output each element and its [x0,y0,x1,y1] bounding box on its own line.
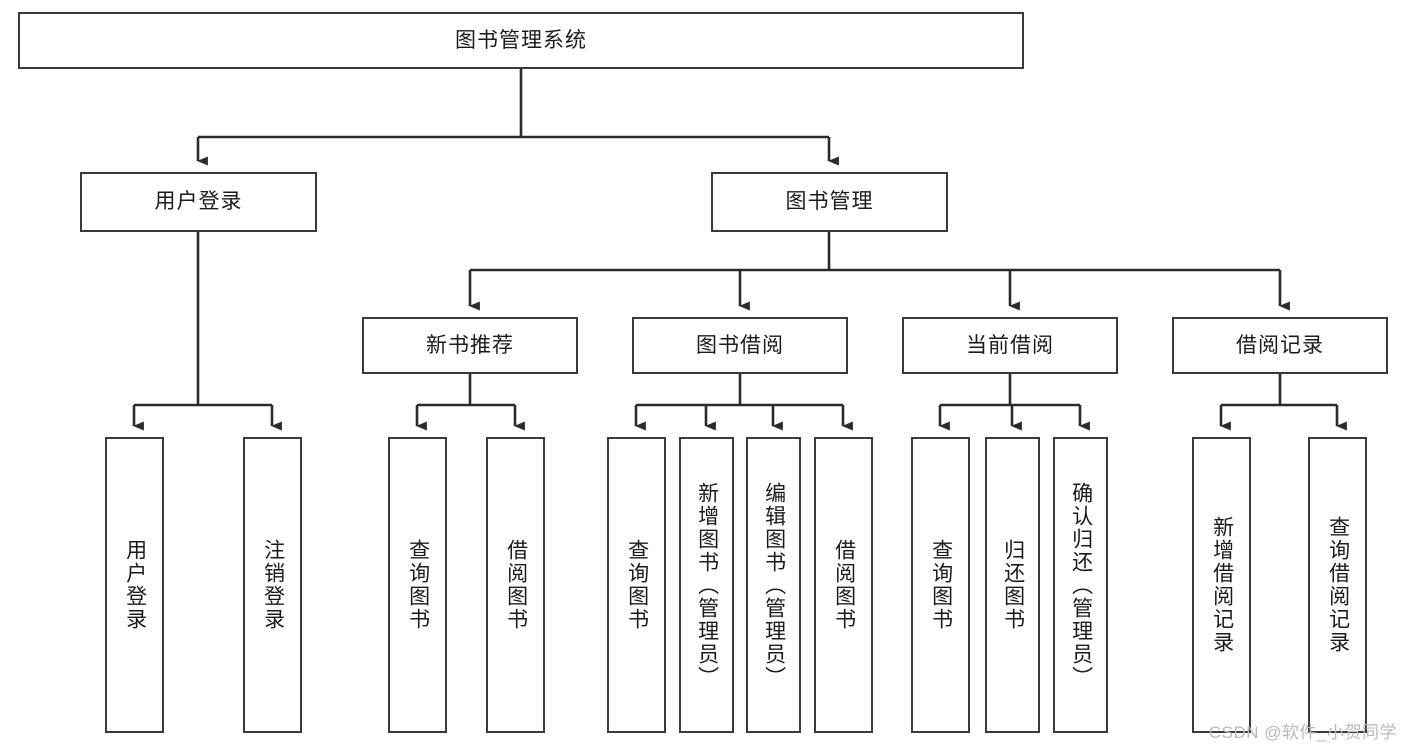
node-label: 图书管理 [785,190,874,214]
node-label: 编辑图书（管理员） [762,481,786,689]
node-borrowing-record[interactable]: 借阅记录 [1172,317,1388,374]
node-new-book-recommendation[interactable]: 新书推荐 [362,317,578,374]
node-user-login[interactable]: 用户登录 [80,172,317,232]
node-label: 查询图书 [625,539,649,631]
node-label: 借阅图书 [504,539,528,631]
node-label: 查询图书 [406,539,430,631]
node-label: 新增图书（管理员） [695,481,719,689]
node-leaf-borrow-book-1[interactable]: 借阅图书 [486,437,545,733]
node-label: 注销登录 [261,539,285,631]
node-label: 新书推荐 [426,333,514,357]
node-label: 查询借阅记录 [1326,516,1350,654]
node-label: 图书借阅 [696,333,784,357]
node-leaf-borrow-book-2[interactable]: 借阅图书 [814,437,873,733]
node-label: 图书管理系统 [455,28,587,52]
node-leaf-query-book-2[interactable]: 查询图书 [607,437,666,733]
node-current-borrowing[interactable]: 当前借阅 [902,317,1118,374]
node-label: 查询图书 [929,539,953,631]
node-label: 借阅记录 [1236,333,1324,357]
node-label: 新增借阅记录 [1210,516,1234,654]
node-leaf-user-login[interactable]: 用户登录 [105,437,164,733]
node-leaf-return-book[interactable]: 归还图书 [985,437,1040,733]
node-leaf-query-book-1[interactable]: 查询图书 [388,437,447,733]
node-leaf-query-book-3[interactable]: 查询图书 [911,437,970,733]
node-label: 当前借阅 [966,333,1054,357]
node-label: 用户登录 [123,539,147,631]
node-leaf-edit-book-admin[interactable]: 编辑图书（管理员） [746,437,801,733]
node-leaf-logout[interactable]: 注销登录 [243,437,302,733]
node-root-book-management-system[interactable]: 图书管理系统 [18,12,1024,69]
node-book-management[interactable]: 图书管理 [711,172,948,232]
node-label: 借阅图书 [832,539,856,631]
node-label: 用户登录 [154,190,243,214]
node-label: 确认归还（管理员） [1069,481,1093,689]
csdn-watermark: CSDN @软件_小贺同学 [1208,723,1397,742]
node-leaf-add-borrow-record[interactable]: 新增借阅记录 [1192,437,1251,733]
node-book-borrowing[interactable]: 图书借阅 [632,317,848,374]
node-leaf-query-borrow-record[interactable]: 查询借阅记录 [1308,437,1367,733]
node-leaf-confirm-return-admin[interactable]: 确认归还（管理员） [1053,437,1108,733]
node-leaf-add-book-admin[interactable]: 新增图书（管理员） [679,437,734,733]
node-label: 归还图书 [1001,539,1025,631]
